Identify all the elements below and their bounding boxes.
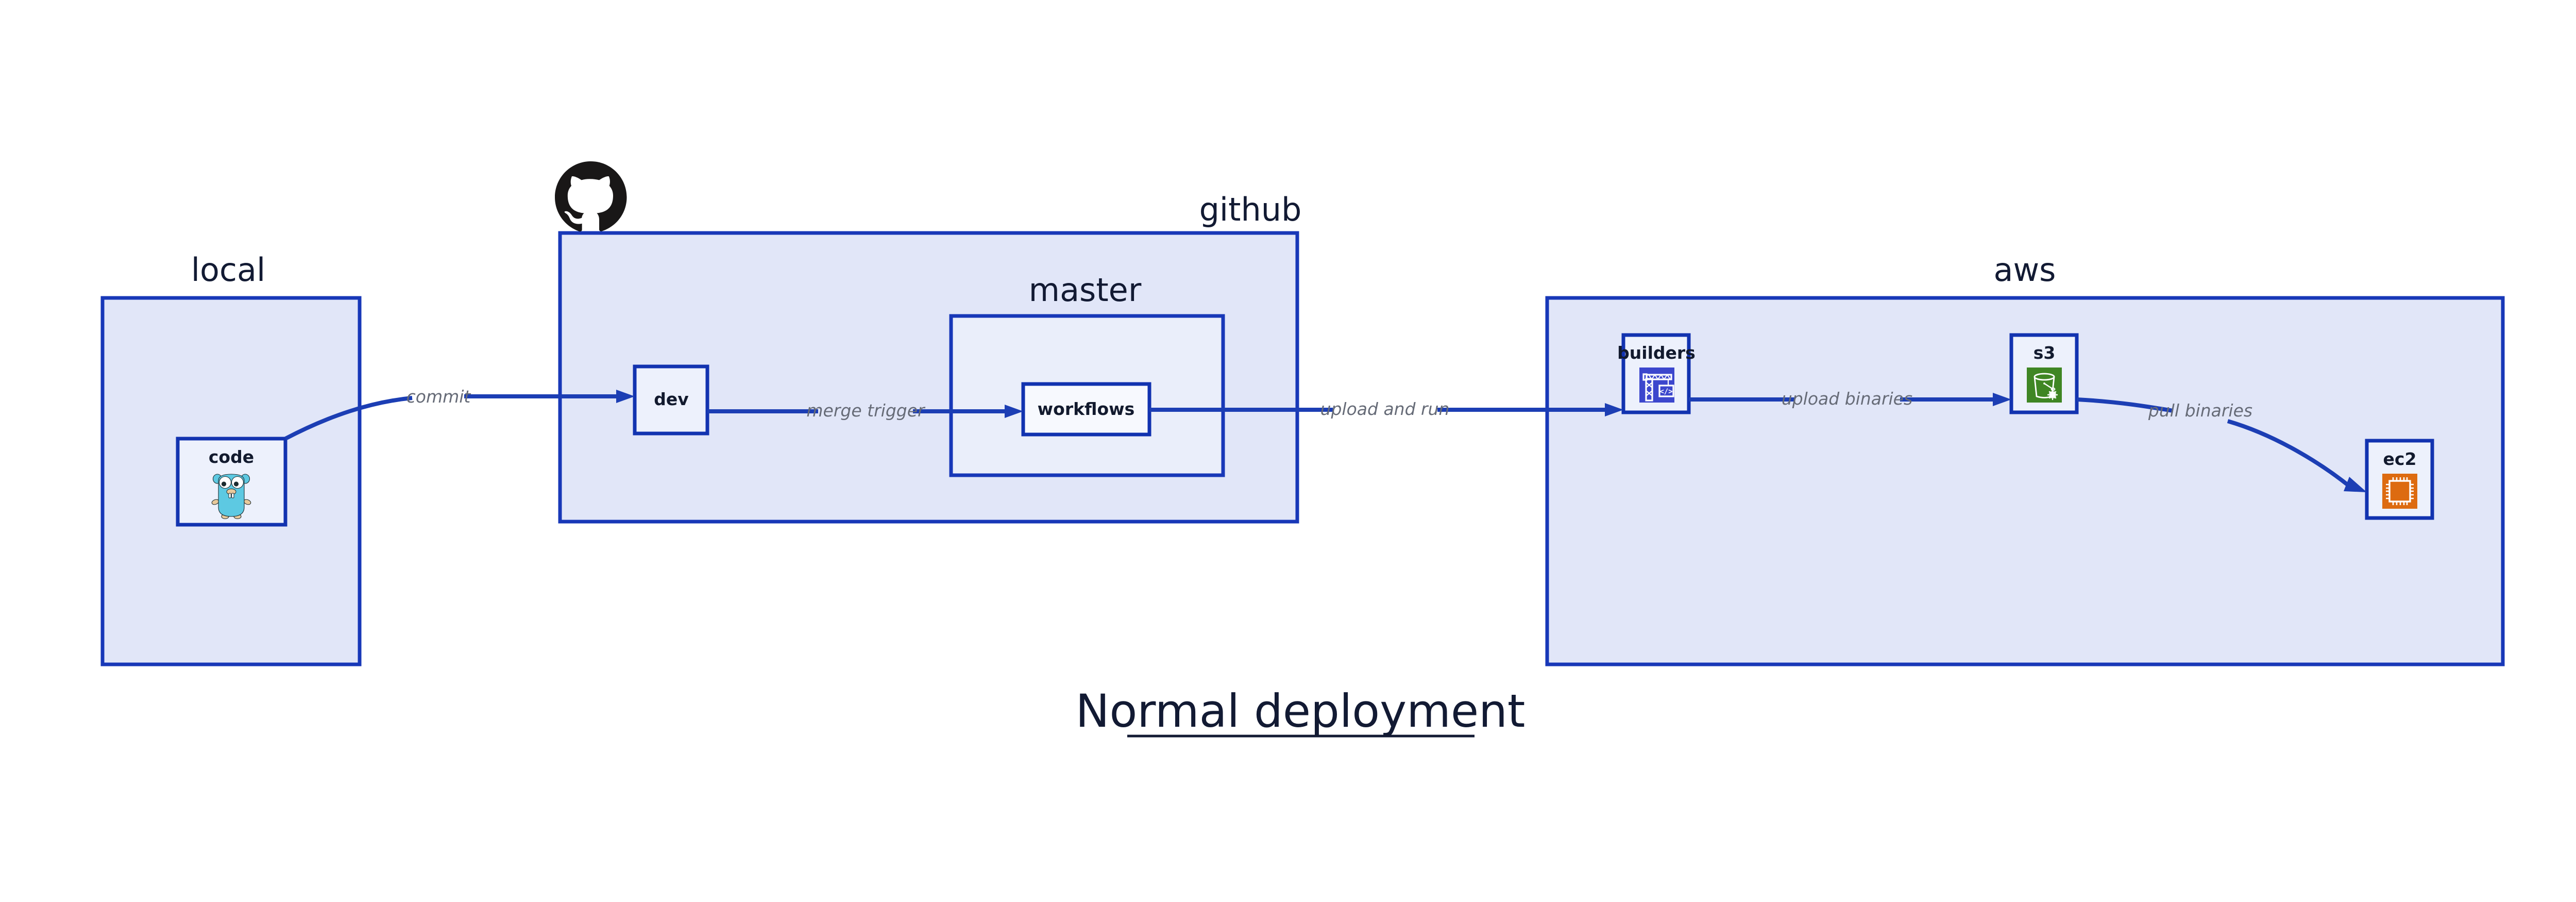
edge-merge-trigger: merge trigger [707, 400, 1023, 421]
edge-upload-and-run: upload and run [1149, 399, 1623, 419]
edge-merge-trigger-label: merge trigger [806, 400, 926, 421]
node-builders[interactable]: builders [1617, 333, 1696, 414]
edge-upload-and-run-arrowhead [1605, 403, 1623, 416]
node-builders-label: builders [1617, 343, 1696, 363]
node-code-label: code [209, 447, 254, 467]
svg-text:</>: </> [1659, 388, 1672, 396]
go-gopher-icon [211, 474, 251, 520]
cluster-master-label: master [1029, 271, 1142, 309]
node-workflows-label: workflows [1038, 399, 1135, 419]
edge-commit-label: commit [406, 387, 471, 407]
cluster-master[interactable]: master workflows [949, 271, 1225, 477]
cluster-aws-label: aws [1993, 251, 2056, 289]
node-dev[interactable]: dev [633, 364, 709, 436]
edge-upload-binaries: upload binaries [1689, 389, 2011, 409]
node-ec2[interactable]: ec2 [2365, 439, 2434, 520]
node-ec2-label: ec2 [2383, 449, 2417, 469]
edge-upload-binaries-arrowhead [1993, 393, 2011, 406]
aws-ec2-icon [2382, 474, 2417, 509]
edge-pull-binaries-label: pull binaries [2148, 400, 2252, 421]
node-workflows[interactable]: workflows [1021, 382, 1151, 437]
edge-upload-and-run-label: upload and run [1320, 399, 1450, 419]
page-title: Normal deployment [1076, 684, 1526, 738]
edge-commit: commit [284, 387, 635, 441]
github-octocat-icon [555, 161, 627, 232]
node-code[interactable]: code [176, 437, 287, 527]
node-s3[interactable]: s3 [2009, 333, 2079, 414]
node-dev-label: dev [654, 389, 689, 409]
cluster-github[interactable]: github dev master workflows [555, 161, 1302, 524]
edge-commit-arrowhead [616, 390, 635, 403]
cluster-github-label: github [1199, 191, 1302, 228]
node-dev-box [633, 364, 709, 436]
edge-upload-binaries-label: upload binaries [1782, 389, 1912, 409]
cluster-aws[interactable]: aws builders [1545, 251, 2505, 666]
edge-pull-binaries-arrowhead [2344, 477, 2367, 492]
aws-builders-icon: </> [1639, 368, 1674, 403]
aws-s3-icon [2027, 368, 2062, 403]
cluster-local-label: local [191, 251, 265, 289]
page-title-text: Normal deployment [1076, 684, 1526, 738]
edge-merge-trigger-arrowhead [1005, 405, 1023, 418]
node-workflows-box [1021, 382, 1151, 437]
node-s3-label: s3 [2033, 343, 2056, 363]
edge-pull-binaries: pull binaries [2076, 397, 2367, 492]
